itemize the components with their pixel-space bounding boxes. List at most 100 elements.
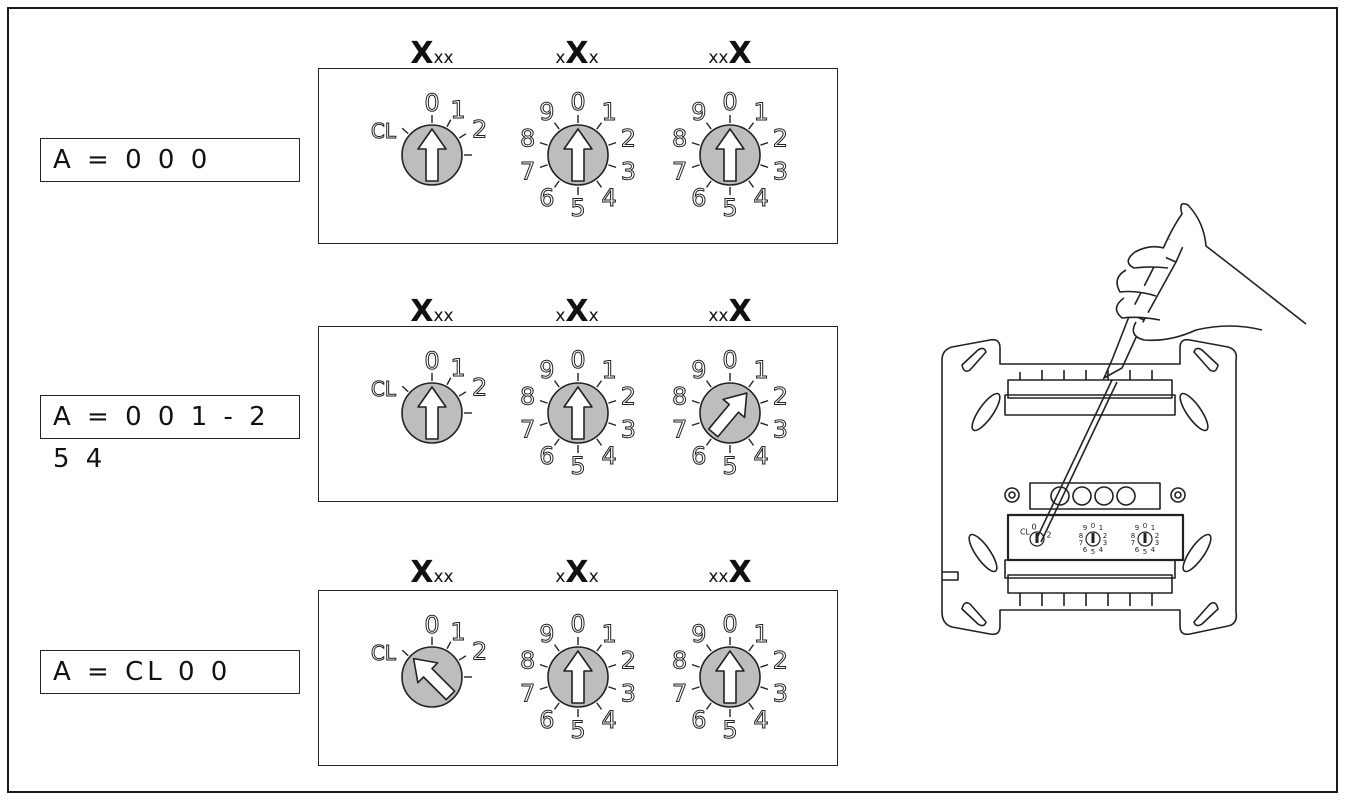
switch-digit-label: 8 xyxy=(520,125,535,153)
switch-tick xyxy=(539,399,548,404)
mini-switch-digit: 9 xyxy=(1083,524,1087,532)
switch-digit-label: 1 xyxy=(450,354,465,382)
address-box-2: A = 0 0 1 - 2 5 4 xyxy=(40,395,300,474)
diagram-frame xyxy=(7,7,1338,793)
switch-tick xyxy=(760,686,769,691)
mini-switch-digit: CL xyxy=(1020,528,1031,537)
switch-digit-label: 7 xyxy=(520,415,535,443)
switch-tick xyxy=(401,127,409,135)
switch-digit-label: 2 xyxy=(472,116,487,144)
switch-tick xyxy=(458,133,467,139)
switch-digit-label: 3 xyxy=(773,415,788,443)
switch-tick xyxy=(608,663,617,668)
mini-switch-arrow xyxy=(1143,533,1147,543)
switch-tick xyxy=(760,422,769,427)
mini-switch-digit: 3 xyxy=(1155,539,1159,547)
switch-tick xyxy=(553,438,560,446)
switch-digit-label: 3 xyxy=(621,415,636,443)
switch-digit-label: CL xyxy=(371,641,397,665)
switch-digit-label: 0 xyxy=(722,346,737,374)
digit-position-header: xXx xyxy=(555,294,599,329)
switch-digit-label: 2 xyxy=(773,647,788,675)
switch-tick xyxy=(553,122,560,130)
mini-switch-digit: 1 xyxy=(1151,524,1155,532)
address-box-1: A = 0 0 0 xyxy=(40,138,300,182)
switch-digit-label: 7 xyxy=(672,415,687,443)
switch-panel-3 xyxy=(318,590,838,766)
switch-tick xyxy=(539,686,548,691)
switch-tick xyxy=(748,122,755,130)
switch-digit-label: 4 xyxy=(602,442,617,470)
switch-digit-label: 1 xyxy=(754,620,769,648)
mini-switch-digit: 2 xyxy=(1103,532,1107,540)
switch-tick xyxy=(608,686,617,691)
switch-digit-label: 8 xyxy=(520,383,535,411)
switch-digit-label: 8 xyxy=(672,125,687,153)
mini-switch-digit: 9 xyxy=(1135,524,1139,532)
switch-tick xyxy=(553,702,560,710)
switch-digit-label: 3 xyxy=(773,157,788,185)
switch-digit-label: 3 xyxy=(773,679,788,707)
switch-tick xyxy=(596,702,603,710)
switch-digit-label: 2 xyxy=(472,374,487,402)
switch-tick xyxy=(596,180,603,188)
switch-digit-label: 0 xyxy=(722,88,737,116)
mini-switch-digit: 2 xyxy=(1155,532,1159,540)
corner-slot xyxy=(961,602,987,627)
switch-tick xyxy=(446,377,452,386)
switch-digit-label: 5 xyxy=(722,452,737,480)
switch-tick xyxy=(760,399,769,404)
switch-digit-label: 1 xyxy=(754,98,769,126)
switch-digit-label: CL xyxy=(371,377,397,401)
mini-switch-digit: 0 xyxy=(1031,523,1036,532)
switch-tick xyxy=(539,164,548,169)
switch-tick xyxy=(553,644,560,652)
switch-tick xyxy=(596,438,603,446)
switch-digit-label: 2 xyxy=(773,383,788,411)
switch-digit-label: 1 xyxy=(450,96,465,124)
switch-tick xyxy=(596,122,603,130)
switch-tick xyxy=(539,663,548,668)
switch-tick xyxy=(705,702,712,710)
switch-digit-label: 0 xyxy=(722,610,737,638)
switch-digit-label: 1 xyxy=(602,356,617,384)
switch-tick xyxy=(748,644,755,652)
switch-digit-label: 1 xyxy=(450,618,465,646)
mini-switch-digit: 6 xyxy=(1083,546,1088,554)
switch-tick xyxy=(608,164,617,169)
digit-position-header: xxX xyxy=(708,294,752,329)
switch-tick xyxy=(748,180,755,188)
address-box-3: A = CL 0 0 xyxy=(40,650,300,694)
switch-arrow xyxy=(715,128,745,182)
switch-digit-label: 6 xyxy=(691,442,706,470)
mini-switch-digit: 4 xyxy=(1151,546,1156,554)
switch-digit-label: 0 xyxy=(424,611,439,639)
switch-tick xyxy=(748,702,755,710)
switch-digit-label: 4 xyxy=(754,442,769,470)
switch-digit-label: 9 xyxy=(539,98,554,126)
switch-tick xyxy=(760,164,769,169)
switch-digit-label: 0 xyxy=(424,89,439,117)
switch-digit-label: 0 xyxy=(570,88,585,116)
switch-tick xyxy=(539,141,548,146)
switch-digit-label: 9 xyxy=(539,620,554,648)
switch-tick xyxy=(401,385,409,393)
switch-tick xyxy=(691,141,700,146)
switch-digit-label: 2 xyxy=(621,383,636,411)
switch-tick xyxy=(608,141,617,146)
switch-tick xyxy=(608,399,617,404)
digit-position-header: Xxx xyxy=(410,294,454,329)
corner-slot xyxy=(1193,602,1219,627)
switch-tick xyxy=(705,180,712,188)
switch-digit-label: 6 xyxy=(539,442,554,470)
switch-panel-2 xyxy=(318,326,838,502)
switch-digit-label: 6 xyxy=(539,706,554,734)
switch-digit-label: 2 xyxy=(472,638,487,666)
switch-tick xyxy=(458,655,467,661)
switch-tick xyxy=(691,686,700,691)
